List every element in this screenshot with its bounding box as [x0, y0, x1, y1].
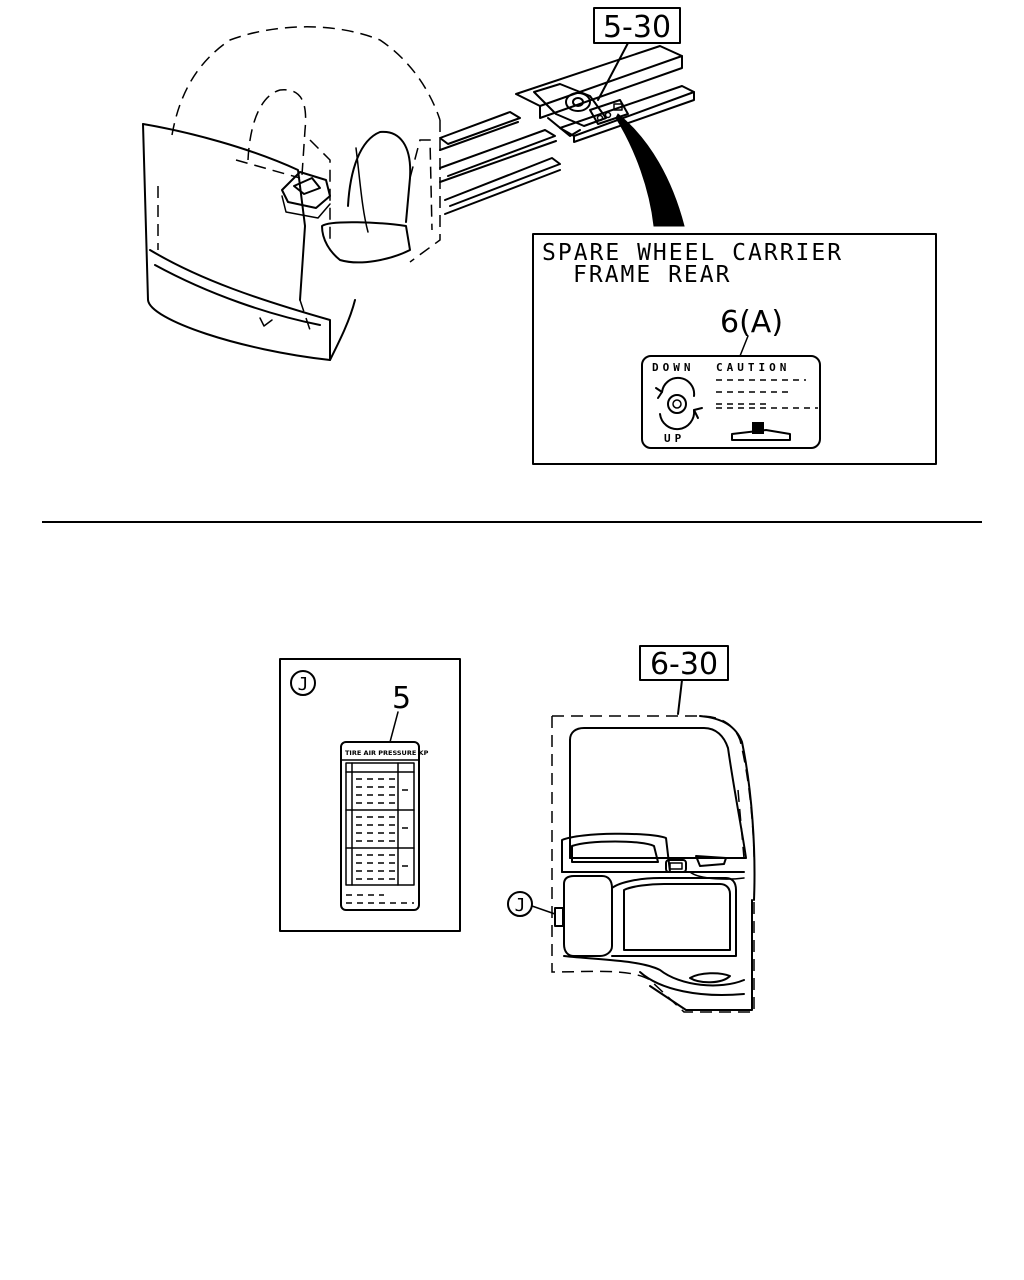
- chassis-frame-rails: [439, 45, 695, 215]
- decal-up-text: UP: [664, 432, 685, 445]
- ref-label-6-30-text: 6-30: [650, 647, 718, 682]
- spare-wheel-carrier: [533, 83, 629, 137]
- detail-title-line1: SPARE WHEEL CARRIER: [542, 240, 843, 266]
- ref-label-6-30: 6-30: [639, 645, 729, 715]
- cab-body: [142, 26, 441, 361]
- decal-down-text: DOWN: [652, 361, 695, 374]
- caution-decal: DOWN CAUTION UP: [641, 355, 821, 449]
- wrench-socket-icon: [731, 422, 791, 441]
- detail-box-spare-wheel: SPARE WHEEL CARRIER FRAME REAR 6(A) DOWN…: [532, 233, 937, 465]
- decal-header-text: TIRE AIR PRESSURE KP: [345, 749, 429, 757]
- ref-label-5-30-text: 5-30: [603, 10, 671, 45]
- tire-pressure-decal: TIRE AIR PRESSURE KP: [340, 741, 429, 911]
- part-callout-5: 5: [392, 681, 411, 716]
- decal-caution-text: CAUTION: [716, 361, 790, 374]
- cab-door-illustration: [551, 715, 756, 1013]
- detail-title-line2: FRAME REAR: [573, 262, 731, 288]
- door-marker-j: J: [515, 895, 526, 916]
- inset-box-j: J 5 TIRE AIR PRESSURE KP: [279, 658, 461, 932]
- inset-marker-j: J: [298, 674, 309, 695]
- door-label-location: [554, 907, 564, 927]
- rotation-arrows-icon: [655, 376, 703, 431]
- detail-pointer-wedge: [615, 113, 685, 227]
- decal-table-rows: [345, 771, 415, 880]
- part-callout-6a: 6(A): [720, 305, 783, 340]
- ref-label-5-30: 5-30: [593, 7, 681, 101]
- door-lower-panels: [563, 875, 753, 1011]
- door-marker-j-callout: J: [507, 891, 556, 917]
- door-handle-area: [561, 832, 745, 880]
- seats: [235, 89, 433, 264]
- truck-cab-illustration: [142, 26, 695, 361]
- control-box: [281, 171, 331, 219]
